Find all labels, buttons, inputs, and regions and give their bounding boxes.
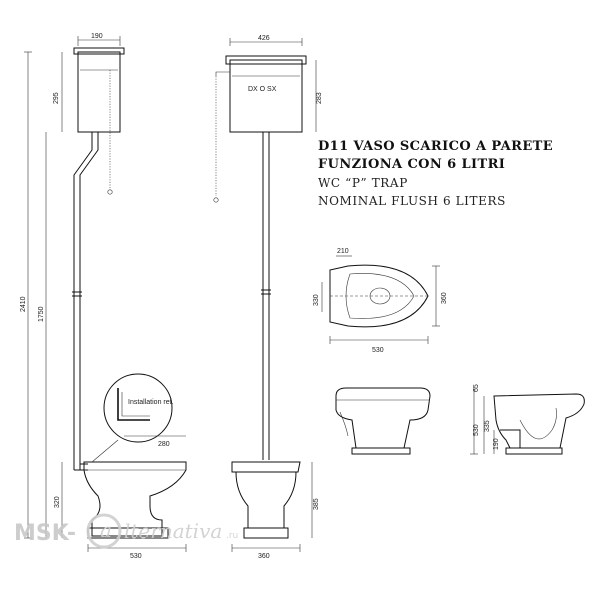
dim-plan-width: 530	[372, 347, 384, 354]
watermark-right: lternativa	[124, 519, 222, 543]
watermark: MSK- a lternativa .ru	[14, 513, 238, 549]
dim-plan-a: 210	[337, 248, 349, 255]
title-block: D11 VASO SCARICO A PARETE FUNZIONA CON 6…	[318, 139, 553, 208]
dim-profile-outlet: 190	[493, 438, 500, 450]
dim-front-tank-height: 283	[316, 92, 323, 104]
watermark-suffix: .ru	[226, 531, 238, 541]
title-line1: D11 VASO SCARICO A PARETE	[318, 139, 553, 154]
dim-tank-width: 190	[91, 33, 103, 40]
wc-bowl-front	[231, 461, 301, 529]
profile-view: 65 335 530 190	[470, 384, 585, 455]
dim-front-bowl-height: 385	[313, 498, 320, 510]
dim-detail-width: 280	[158, 441, 170, 448]
title-line3: WC “P” TRAP	[318, 176, 408, 190]
watermark-left: MSK-	[14, 521, 76, 546]
cistern-front	[229, 59, 303, 133]
bowl-front-small	[335, 387, 431, 455]
cistern-side	[77, 51, 121, 133]
flush-pipe	[73, 132, 93, 470]
title-line2: FUNZIONA CON 6 LITRI	[318, 157, 505, 172]
dim-tank-height: 295	[53, 92, 60, 104]
detail-callout	[103, 373, 173, 443]
cistern-lid	[73, 47, 125, 55]
title-line4: NOMINAL FLUSH 6 LITERS	[318, 194, 506, 208]
front-view: DX O SX 426 283 385 360	[213, 35, 323, 560]
flush-pipe-front	[262, 132, 270, 460]
plan-view: 210 330 360 530	[313, 248, 448, 354]
dim-front-tank-width: 426	[258, 35, 270, 42]
dim-seat-height: 320	[54, 496, 61, 508]
dim-plan-c: 360	[441, 292, 448, 304]
watermark-a-icon: a	[100, 518, 112, 542]
dim-plan-b: 330	[313, 294, 320, 306]
dim-front-base-width: 360	[258, 553, 270, 560]
dim-pipe-height: 1750	[38, 306, 45, 322]
bowl-profile	[493, 393, 585, 449]
front-tank-label: DX O SX	[248, 86, 277, 93]
dim-total-height: 2410	[20, 296, 27, 312]
dim-profile-height: 335	[484, 420, 491, 432]
detail-label: Installation ref.	[128, 399, 174, 406]
side-view: Installation ref. 190 295 2410 1750 320 …	[20, 33, 187, 560]
dim-bowl-width: 530	[130, 553, 142, 560]
dim-profile-top: 65	[473, 384, 480, 392]
dim-profile-total: 530	[473, 424, 480, 436]
